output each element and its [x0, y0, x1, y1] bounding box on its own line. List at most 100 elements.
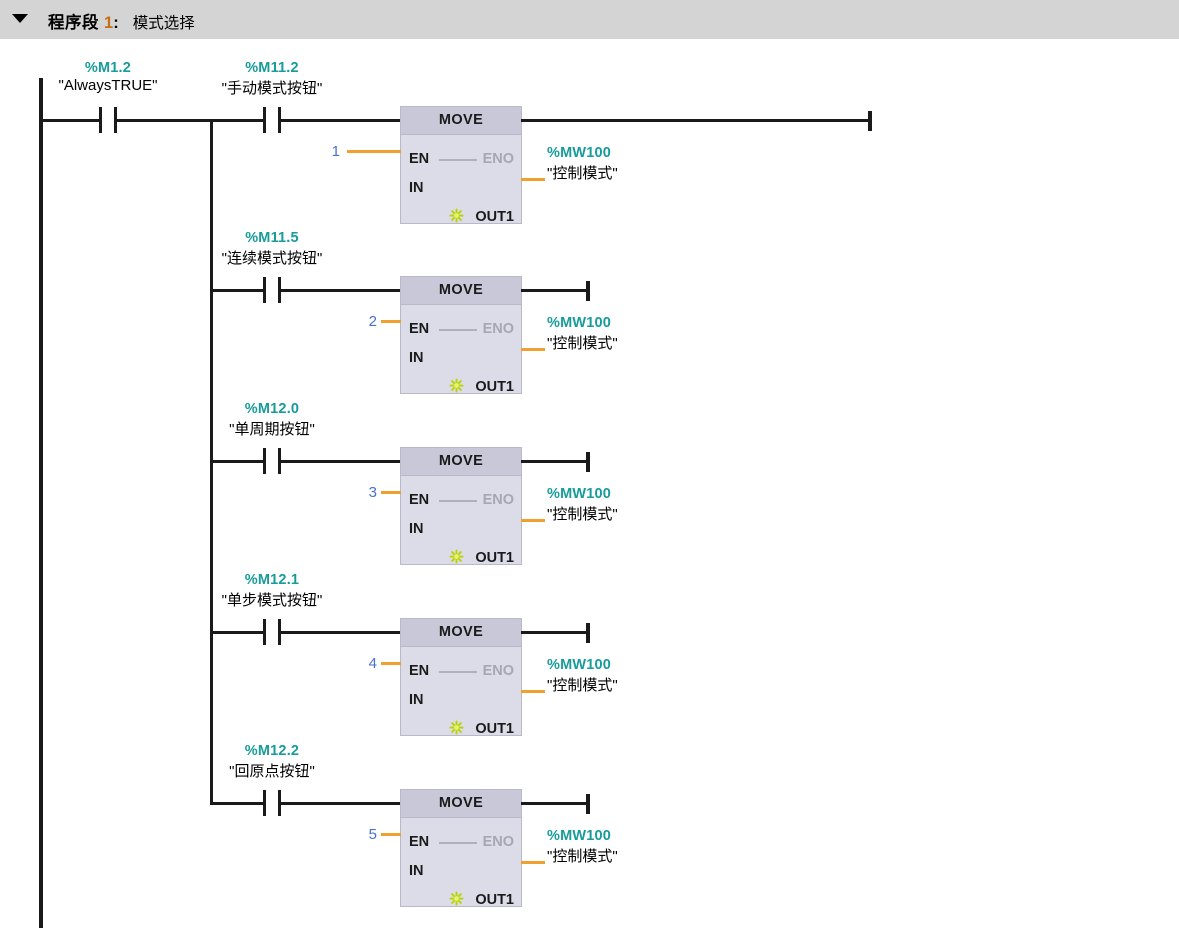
- contact-home-return[interactable]: [263, 790, 281, 816]
- tag-single-step[interactable]: %M12.1 "单步模式按钮": [218, 572, 326, 610]
- tag-symbol: "AlwaysTRUE": [58, 77, 158, 94]
- pin-in: IN: [409, 180, 424, 196]
- eno-wire: [521, 802, 587, 805]
- in-connector-wire: [381, 833, 401, 836]
- move-block-2[interactable]: MOVE EN ENO IN OUT1: [400, 276, 522, 395]
- tag-continuous-mode[interactable]: %M11.5 "连续模式按钮": [218, 230, 326, 268]
- tag-address: %M12.0: [244, 401, 300, 417]
- move-block-4[interactable]: MOVE EN ENO IN OUT1: [400, 618, 522, 737]
- pin-out1: OUT1: [475, 721, 514, 737]
- tag-address: %M12.2: [244, 743, 300, 759]
- move-block-title: MOVE: [401, 790, 521, 818]
- pin-out1: OUT1: [475, 892, 514, 908]
- move-block-3[interactable]: MOVE EN ENO IN OUT1: [400, 447, 522, 566]
- wire-segment: [41, 119, 99, 122]
- rung-end-tick: [868, 111, 872, 131]
- out-tag-4[interactable]: %MW100 "控制模式": [547, 657, 618, 695]
- in-constant-4[interactable]: 4: [368, 655, 377, 672]
- star-icon: [449, 549, 464, 564]
- pin-eno: ENO: [482, 321, 514, 337]
- tag-symbol: "控制模式": [547, 677, 618, 694]
- contact-bar-left: [99, 107, 102, 133]
- eno-link-line: [439, 842, 477, 844]
- in-constant-2[interactable]: 2: [368, 313, 377, 330]
- out-tag-2[interactable]: %MW100 "控制模式": [547, 315, 618, 353]
- contact-bar-right: [278, 619, 281, 645]
- move-block-5[interactable]: MOVE EN ENO IN OUT1: [400, 789, 522, 908]
- in-constant-3[interactable]: 3: [368, 484, 377, 501]
- contact-bar-right: [278, 790, 281, 816]
- move-block-title: MOVE: [401, 619, 521, 647]
- eno-link-line: [439, 500, 477, 502]
- eno-wire: [521, 631, 587, 634]
- contact-single-cycle[interactable]: [263, 448, 281, 474]
- out-connector-wire: [521, 861, 545, 864]
- pin-in: IN: [409, 692, 424, 708]
- in-constant-5[interactable]: 5: [368, 826, 377, 843]
- pin-en: EN: [409, 492, 430, 508]
- out-connector-wire: [521, 348, 545, 351]
- pin-en: EN: [409, 834, 430, 850]
- contact-bar-right: [278, 277, 281, 303]
- pin-en: EN: [409, 321, 430, 337]
- rung-end-tick: [586, 794, 590, 814]
- contact-bar-left: [263, 107, 266, 133]
- move-block-body: EN ENO IN OUT1: [401, 135, 521, 225]
- pin-out1: OUT1: [475, 379, 514, 395]
- wire-segment: [281, 631, 401, 634]
- contact-bar-right: [278, 107, 281, 133]
- pin-in: IN: [409, 863, 424, 879]
- tag-single-cycle[interactable]: %M12.0 "单周期按钮": [218, 401, 326, 439]
- pin-eno: ENO: [482, 834, 514, 850]
- tag-address: %M12.1: [244, 572, 300, 588]
- out-tag-5[interactable]: %MW100 "控制模式": [547, 828, 618, 866]
- wire-segment: [210, 289, 263, 292]
- tag-always-true[interactable]: %M1.2 "AlwaysTRUE": [56, 60, 160, 94]
- rung-end-tick: [586, 623, 590, 643]
- wire-segment: [281, 289, 401, 292]
- contact-continuous-mode[interactable]: [263, 277, 281, 303]
- tag-symbol: "控制模式": [547, 335, 618, 352]
- eno-wire: [521, 289, 587, 292]
- pin-en: EN: [409, 151, 430, 167]
- wire-segment: [281, 802, 401, 805]
- eno-link-line: [439, 159, 477, 161]
- tag-manual-mode[interactable]: %M11.2 "手动模式按钮": [218, 60, 326, 98]
- pin-out1: OUT1: [475, 209, 514, 225]
- tag-home-return[interactable]: %M12.2 "回原点按钮": [218, 743, 326, 781]
- triangle-down-icon[interactable]: [12, 14, 28, 23]
- move-block-1[interactable]: MOVE EN ENO IN OUT1: [400, 106, 522, 225]
- rung-end-tick: [586, 281, 590, 301]
- star-icon: [449, 720, 464, 735]
- wire-segment: [210, 631, 263, 634]
- contact-bar-left: [263, 277, 266, 303]
- tag-symbol: "控制模式": [547, 165, 618, 182]
- tag-symbol: "回原点按钮": [229, 763, 315, 780]
- tag-address: %MW100: [547, 315, 612, 331]
- out-connector-wire: [521, 519, 545, 522]
- out-tag-3[interactable]: %MW100 "控制模式": [547, 486, 618, 524]
- move-block-body: EN ENO IN OUT1: [401, 476, 521, 566]
- contact-bar-left: [263, 448, 266, 474]
- network-comment: 模式选择: [132, 15, 195, 32]
- pin-eno: ENO: [482, 151, 514, 167]
- wire-segment: [117, 119, 263, 122]
- out-tag-1[interactable]: %MW100 "控制模式": [547, 145, 618, 183]
- pin-in: IN: [409, 350, 424, 366]
- in-connector-wire: [381, 491, 401, 494]
- move-block-body: EN ENO IN OUT1: [401, 647, 521, 737]
- eno-wire: [521, 119, 872, 122]
- in-connector-wire: [381, 662, 401, 665]
- star-icon: [449, 208, 464, 223]
- in-constant-1[interactable]: 1: [331, 143, 340, 160]
- star-icon: [449, 891, 464, 906]
- contact-manual-mode[interactable]: [263, 107, 281, 133]
- contact-single-step[interactable]: [263, 619, 281, 645]
- tag-address: %MW100: [547, 828, 612, 844]
- contact-always-true[interactable]: [99, 107, 117, 133]
- contact-bar-right: [278, 448, 281, 474]
- move-block-title: MOVE: [401, 448, 521, 476]
- power-rail: [39, 78, 43, 928]
- wire-segment: [210, 460, 263, 463]
